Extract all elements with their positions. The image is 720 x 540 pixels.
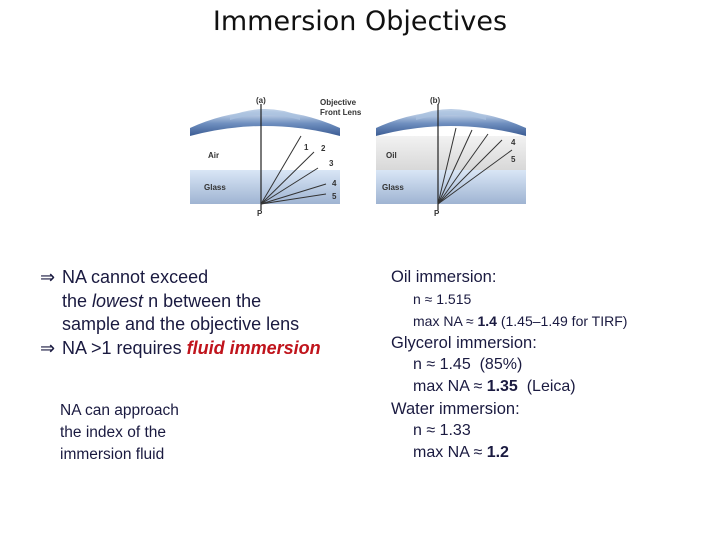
note-text: NA can approach the index of the immersi… <box>60 402 179 463</box>
air-label: Air <box>208 151 219 160</box>
glycerol-heading: Glycerol immersion: <box>391 334 537 352</box>
ray-label-a-2: 2 <box>321 144 326 153</box>
implies-arrow-icon: ⇒ <box>40 337 56 359</box>
ray-label-a-3: 3 <box>329 159 334 168</box>
front-lens-label: Front Lens <box>320 108 362 117</box>
ray-label-a-5: 5 <box>332 192 337 201</box>
panel-b <box>376 104 526 210</box>
glycerol-index: n ≈ 1.45 (85%) <box>413 356 523 373</box>
glycerol-max-na: max NA ≈ 1.35 (Leica) <box>413 378 576 395</box>
bullet-list: ⇒NA cannot exceed the lowest n between t… <box>40 267 321 359</box>
emphasis-lowest: lowest <box>92 290 144 311</box>
air-gap-a <box>190 136 340 170</box>
water-max-na: max NA ≈ 1.2 <box>413 444 509 461</box>
water-index: n ≈ 1.33 <box>413 422 471 439</box>
bullet-fluid-immersion: ⇒NA >1 requires fluid immersion <box>40 337 321 359</box>
immersion-objective-diagram: (a) (b) Objective Front Lens Air Oil Gla… <box>190 96 526 218</box>
point-p-b: P <box>434 209 440 218</box>
panel-a-label: (a) <box>256 96 266 105</box>
ray-label-a-1: 1 <box>304 143 309 152</box>
point-p-a: P <box>257 209 263 218</box>
implies-arrow-icon: ⇒ <box>40 267 56 288</box>
page-title: Immersion Objectives <box>212 6 508 37</box>
ray-label-a-4: 4 <box>332 179 337 188</box>
glass-label-b: Glass <box>382 183 404 192</box>
panel-a <box>190 104 340 210</box>
ray-label-b-4: 4 <box>511 138 516 147</box>
ray-label-b-5: 5 <box>511 155 516 164</box>
oil-heading: Oil immersion: <box>391 268 497 286</box>
panel-b-label: (b) <box>430 96 441 105</box>
oil-index: n ≈ 1.515 <box>413 291 472 307</box>
oil-layer-b <box>376 136 526 170</box>
bullet-na-limit: ⇒NA cannot exceed <box>40 267 209 288</box>
front-lens-a <box>190 111 340 136</box>
oil-label: Oil <box>386 151 397 160</box>
objective-label: Objective <box>320 98 357 107</box>
emphasis-fluid-immersion: fluid immersion <box>186 337 321 358</box>
front-lens-b <box>376 111 526 136</box>
water-heading: Water immersion: <box>391 400 520 418</box>
glass-label-a: Glass <box>204 183 226 192</box>
immersion-values: Oil immersion: n ≈ 1.515 max NA ≈ 1.4 (1… <box>391 266 627 464</box>
oil-max-na: max NA ≈ 1.4 (1.45–1.49 for TIRF) <box>413 313 628 329</box>
